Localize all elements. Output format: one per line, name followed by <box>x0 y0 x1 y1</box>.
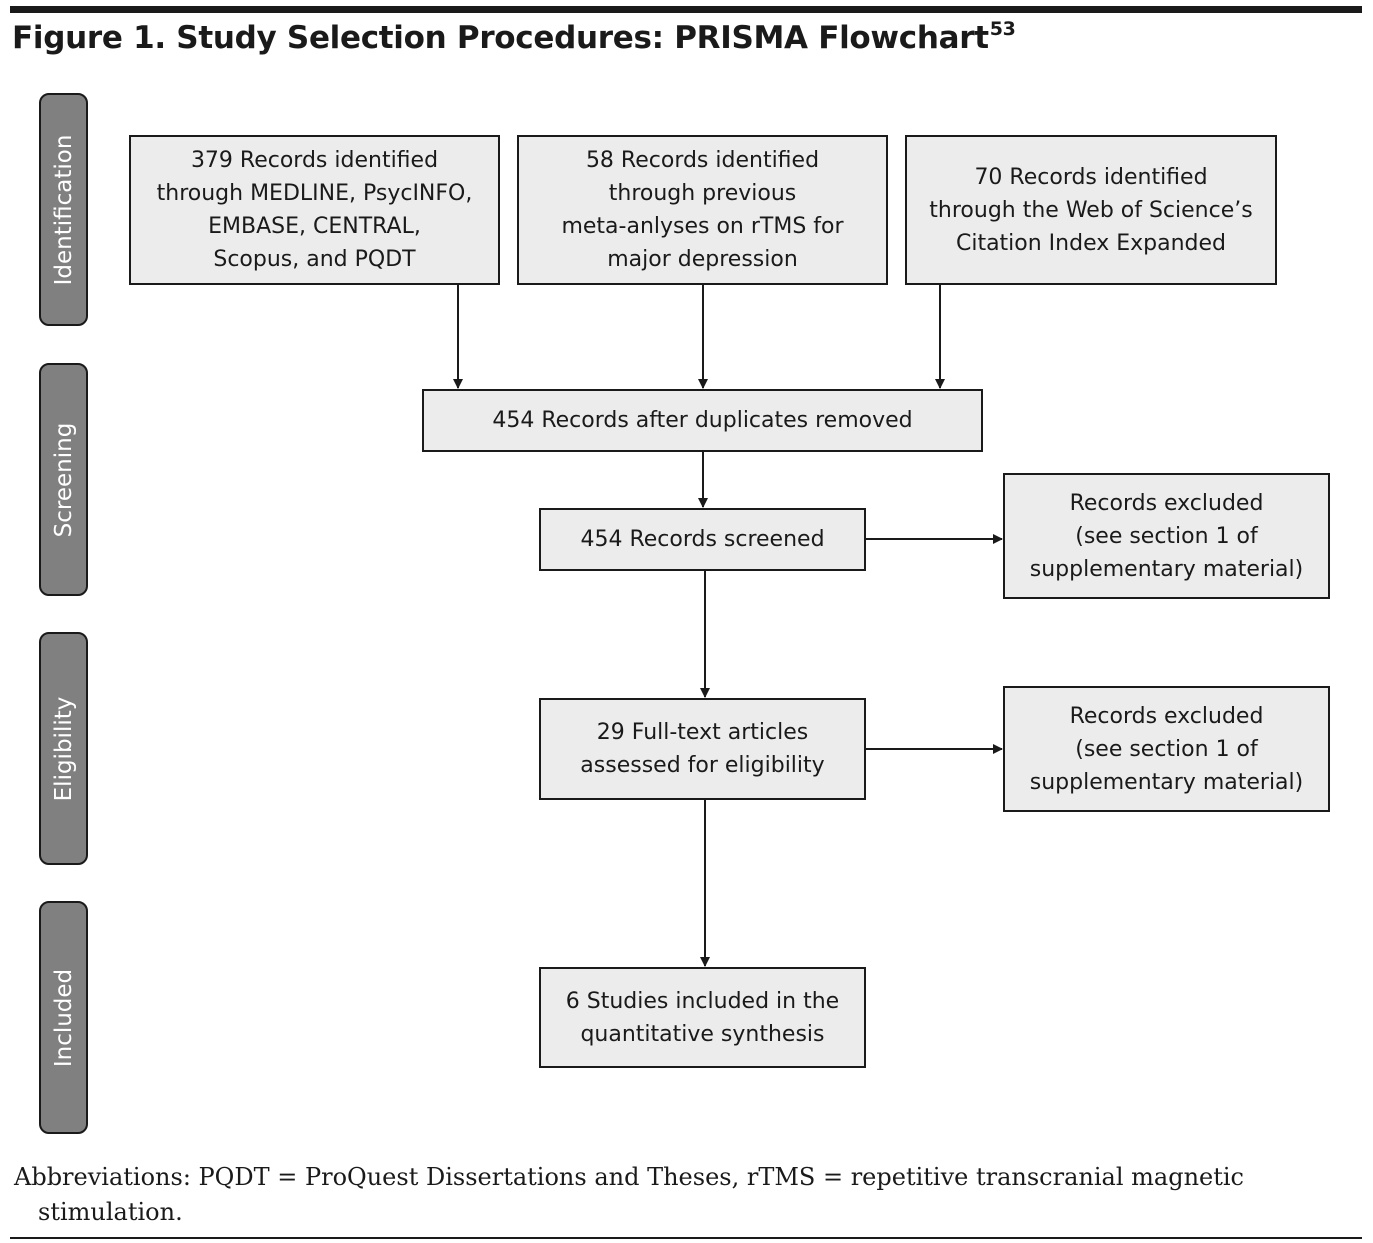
box-text: Records excluded (see section 1 of suppl… <box>1029 703 1304 795</box>
box-text: 379 Records identified through MEDLINE, … <box>156 148 473 272</box>
box-text: 454 Records screened <box>580 527 825 552</box>
box-full-text: 29 Full-text articles assessed for eligi… <box>539 698 866 800</box>
box-after-duplicates: 454 Records after duplicates removed <box>422 389 983 452</box>
box-text: 29 Full-text articles assessed for eligi… <box>580 720 825 778</box>
footnote-line: Abbreviations: PQDT = ProQuest Dissertat… <box>14 1163 1244 1191</box>
box-text: Records excluded (see section 1 of suppl… <box>1029 490 1304 582</box>
box-text: 6 Studies included in the quantitative s… <box>565 988 840 1047</box>
bottom-rule <box>10 1237 1362 1239</box>
stage-eligibility: Eligibility <box>39 632 88 865</box>
box-text: 58 Records identified through previous m… <box>561 148 844 272</box>
abbreviations-footnote: Abbreviations: PQDT = ProQuest Dissertat… <box>14 1160 1354 1230</box>
footnote-line: stimulation. <box>38 1198 183 1226</box>
top-rule <box>10 6 1362 13</box>
box-excluded-screening: Records excluded (see section 1 of suppl… <box>1003 473 1330 599</box>
stage-identification: Identification <box>39 93 88 326</box>
box-text: 70 Records identified through the Web of… <box>929 164 1253 256</box>
box-screened: 454 Records screened <box>539 508 866 571</box>
box-excluded-eligibility: Records excluded (see section 1 of suppl… <box>1003 686 1330 812</box>
figure-title-text: Figure 1. Study Selection Procedures: PR… <box>12 20 989 56</box>
box-included: 6 Studies included in the quantitative s… <box>539 967 866 1068</box>
box-text: 454 Records after duplicates removed <box>492 408 913 433</box>
figure-title-reference: 53 <box>989 18 1016 40</box>
box-source-databases: 379 Records identified through MEDLINE, … <box>129 135 500 285</box>
box-source-meta-analyses: 58 Records identified through previous m… <box>517 135 888 285</box>
stage-included: Included <box>39 901 88 1134</box>
box-source-web-of-science: 70 Records identified through the Web of… <box>905 135 1277 285</box>
figure-title: Figure 1. Study Selection Procedures: PR… <box>12 18 1016 57</box>
stage-screening: Screening <box>39 363 88 596</box>
